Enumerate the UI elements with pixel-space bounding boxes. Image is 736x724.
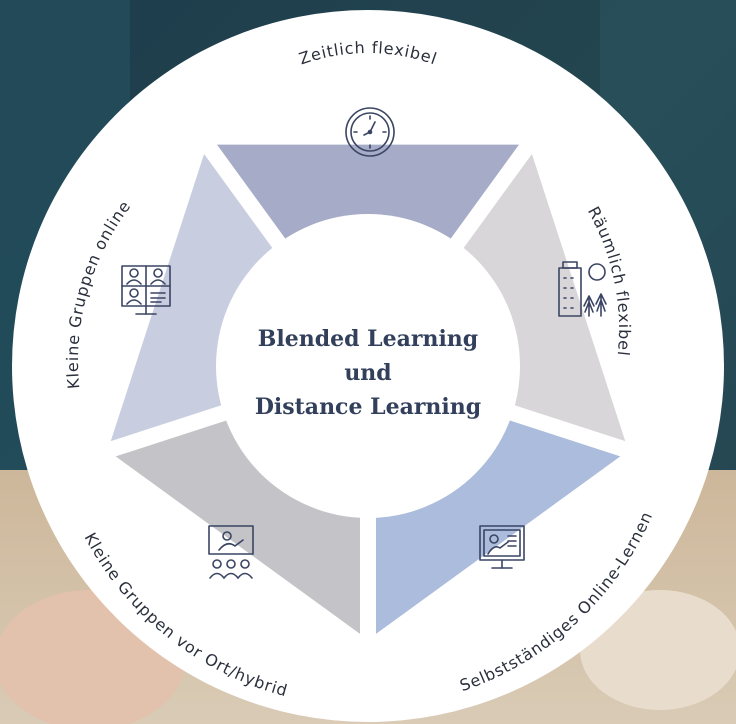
building-trees-icon	[558, 261, 607, 317]
segment-zeitlich-flexibel	[217, 144, 519, 254]
online-lecture-monitor-icon	[479, 525, 525, 569]
segments-layer	[110, 144, 626, 634]
center-circle	[216, 214, 520, 518]
center-title-line-3: Distance Learning	[255, 394, 481, 420]
presentation-group-icon	[208, 525, 254, 579]
clock-icon	[345, 107, 395, 157]
video-conference-icon	[121, 265, 171, 315]
center-title-line-1: Blended Learning	[258, 326, 478, 352]
center-title-line-2: und	[344, 360, 391, 386]
